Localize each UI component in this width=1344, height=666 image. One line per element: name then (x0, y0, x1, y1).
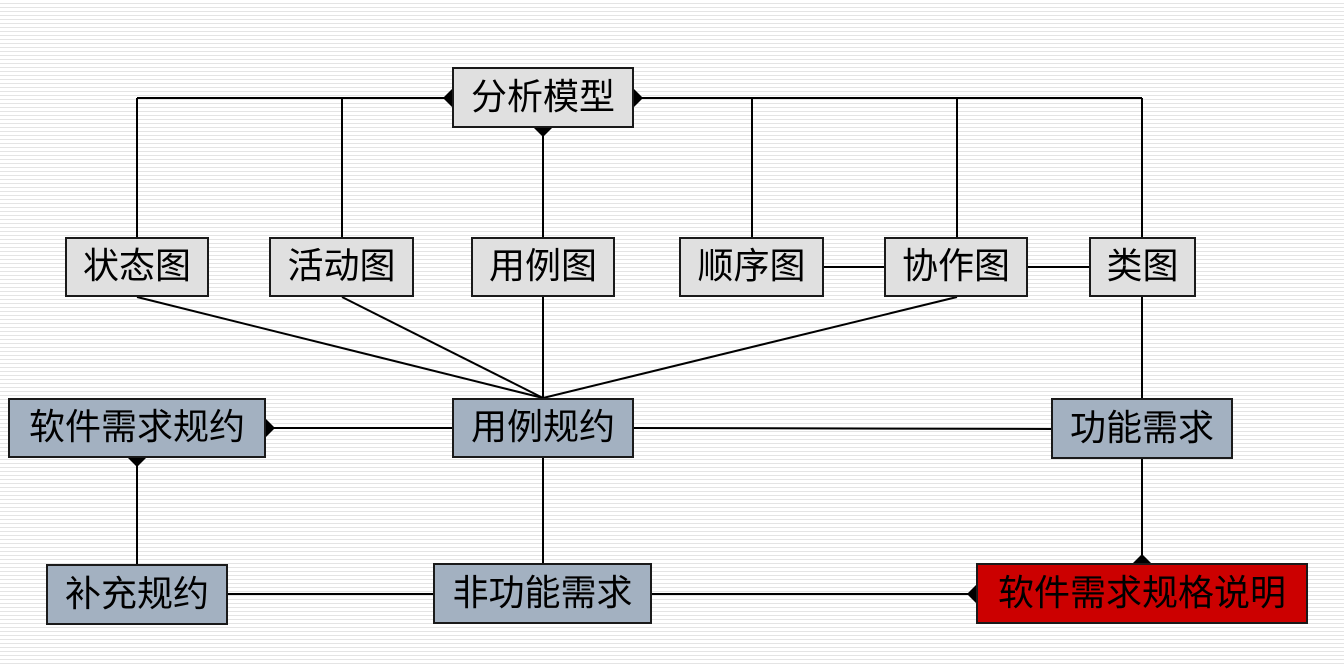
non-functional-requirements-label: 非功能需求 (452, 572, 633, 614)
class-diagram-label: 类图 (1106, 246, 1179, 287)
non-functional-requirements-box: 非功能需求 (433, 563, 652, 624)
functional-requirements-label: 功能需求 (1069, 407, 1214, 449)
use-case-diagram-box: 用例图 (471, 237, 615, 297)
software-requirements-protocol-box: 软件需求规约 (8, 398, 266, 458)
sequence-diagram-box: 顺序图 (679, 237, 824, 297)
activity-diagram-label: 活动图 (287, 246, 396, 287)
connector-line (633, 427, 1052, 430)
analysis-model-box: 分析模型 (452, 67, 634, 128)
connector-line (341, 296, 544, 399)
state-diagram-box: 状态图 (65, 237, 209, 297)
use-case-protocol-label: 用例规约 (470, 407, 615, 448)
state-diagram-label: 状态图 (82, 246, 191, 287)
use-case-diagram-label: 用例图 (488, 246, 597, 287)
collaboration-diagram-label: 协作图 (901, 246, 1010, 287)
connector-line (542, 296, 958, 399)
srs-document-box: 软件需求规格说明 (976, 563, 1308, 624)
supplementary-protocol-label: 补充规约 (64, 573, 209, 615)
software-requirements-protocol-label: 软件需求规约 (28, 407, 245, 448)
supplementary-protocol-box: 补充规约 (46, 564, 228, 625)
class-diagram-box: 类图 (1089, 237, 1196, 297)
functional-requirements-box: 功能需求 (1051, 398, 1233, 459)
analysis-model-label: 分析模型 (470, 76, 615, 118)
activity-diagram-box: 活动图 (269, 237, 414, 297)
connector-line (136, 296, 544, 399)
use-case-protocol-box: 用例规约 (452, 398, 634, 458)
sequence-diagram-label: 顺序图 (697, 246, 806, 287)
collaboration-diagram-box: 协作图 (884, 237, 1028, 297)
srs-document-label: 软件需求规格说明 (997, 572, 1286, 614)
